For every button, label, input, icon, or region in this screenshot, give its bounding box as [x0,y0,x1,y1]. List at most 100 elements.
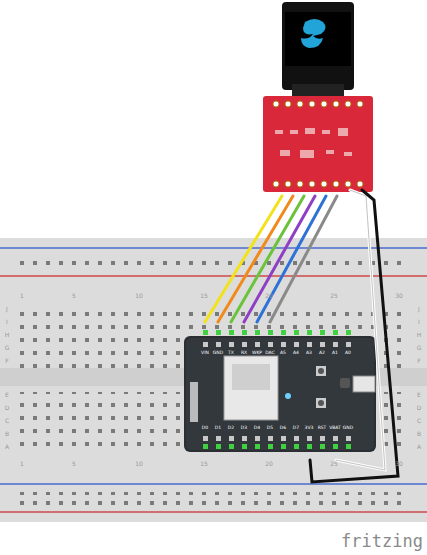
column-number: 30 [395,293,403,299]
header-pin [307,436,312,441]
row-letter: J [6,306,8,312]
connected-hole [320,330,325,335]
oled-pin [309,181,315,187]
row-letter: G [5,345,10,351]
column-number: 25 [330,293,338,299]
pin-name: GND [213,351,223,356]
row-letter: H [417,332,422,338]
row-letter: F [417,358,420,364]
connected-hole [268,330,273,335]
row-letter: D [417,405,422,411]
pin-name: TX [228,351,234,356]
oled-pin [273,181,279,187]
connected-hole [307,444,312,449]
pin-name: D5 [267,426,273,431]
pin-name: VBAT [329,426,341,431]
oled-pin [285,101,291,107]
oled-pin [357,101,363,107]
header-pin [229,436,234,441]
connected-hole [268,444,273,449]
connected-hole [255,330,260,335]
column-number: 30 [395,461,403,467]
pin-name: D1 [215,426,221,431]
header-pin [268,342,273,347]
column-number: 25 [330,461,338,467]
header-pin [281,436,286,441]
row-letter: G [417,345,422,351]
header-pin [320,342,325,347]
row-letter: B [417,431,421,437]
connected-hole [307,330,312,335]
header-pin [268,436,273,441]
column-number: 10 [135,293,143,299]
pin-name: D4 [254,426,260,431]
row-letter: F [5,358,8,364]
oled-pin [285,181,291,187]
header-pin [346,436,351,441]
pin-name: A1 [332,351,338,356]
connected-hole [320,444,325,449]
column-number: 1 [20,461,24,467]
oled-pin [333,101,339,107]
column-number: 20 [265,461,273,467]
row-letter: E [417,392,421,398]
connected-hole [255,444,260,449]
connected-hole [281,330,286,335]
header-pin [216,342,221,347]
pin-name: GND [343,426,353,431]
column-number: 1 [20,293,24,299]
pin-name: D2 [228,426,234,431]
oled-pin [345,101,351,107]
oled-pin [357,181,363,187]
header-pin [242,342,247,347]
connected-hole [294,330,299,335]
row-letter: C [417,418,421,424]
column-number: 10 [135,461,143,467]
connected-hole [281,444,286,449]
pin-name: A2 [319,351,325,356]
header-pin [229,342,234,347]
connected-hole [294,444,299,449]
oled-pin [309,101,315,107]
row-letter: B [5,431,9,437]
pin-name: RST [318,426,327,431]
column-number: 5 [72,293,76,299]
header-pin [242,436,247,441]
row-letter: C [5,418,9,424]
header-pin [216,436,221,441]
connected-hole [229,330,234,335]
row-letter: E [5,392,9,398]
header-pin [333,342,338,347]
pin-name: A5 [280,351,286,356]
pin-name: DAC [265,351,275,356]
connected-hole [346,330,351,335]
oled-pin [345,181,351,187]
oled-pin [297,101,303,107]
connected-hole [216,330,221,335]
pin-name: A4 [293,351,299,356]
header-pin [281,342,286,347]
header-pin [203,436,208,441]
pin-name: D6 [280,426,286,431]
connected-hole [333,330,338,335]
header-pin [203,342,208,347]
row-letter: H [5,332,10,338]
header-pin [255,436,260,441]
connected-hole [203,444,208,449]
header-pin [346,342,351,347]
header-pin [294,436,299,441]
row-letter: D [5,405,10,411]
connected-hole [333,444,338,449]
connected-hole [203,330,208,335]
header-pin [255,342,260,347]
connected-hole [216,444,221,449]
connected-hole [242,330,247,335]
header-pin [333,436,338,441]
header-pin [294,342,299,347]
pin-name: 3V3 [305,426,314,431]
pin-name: D3 [241,426,247,431]
pin-name: D0 [202,426,208,431]
row-letter: J [418,306,420,312]
pin-name: A3 [306,351,312,356]
